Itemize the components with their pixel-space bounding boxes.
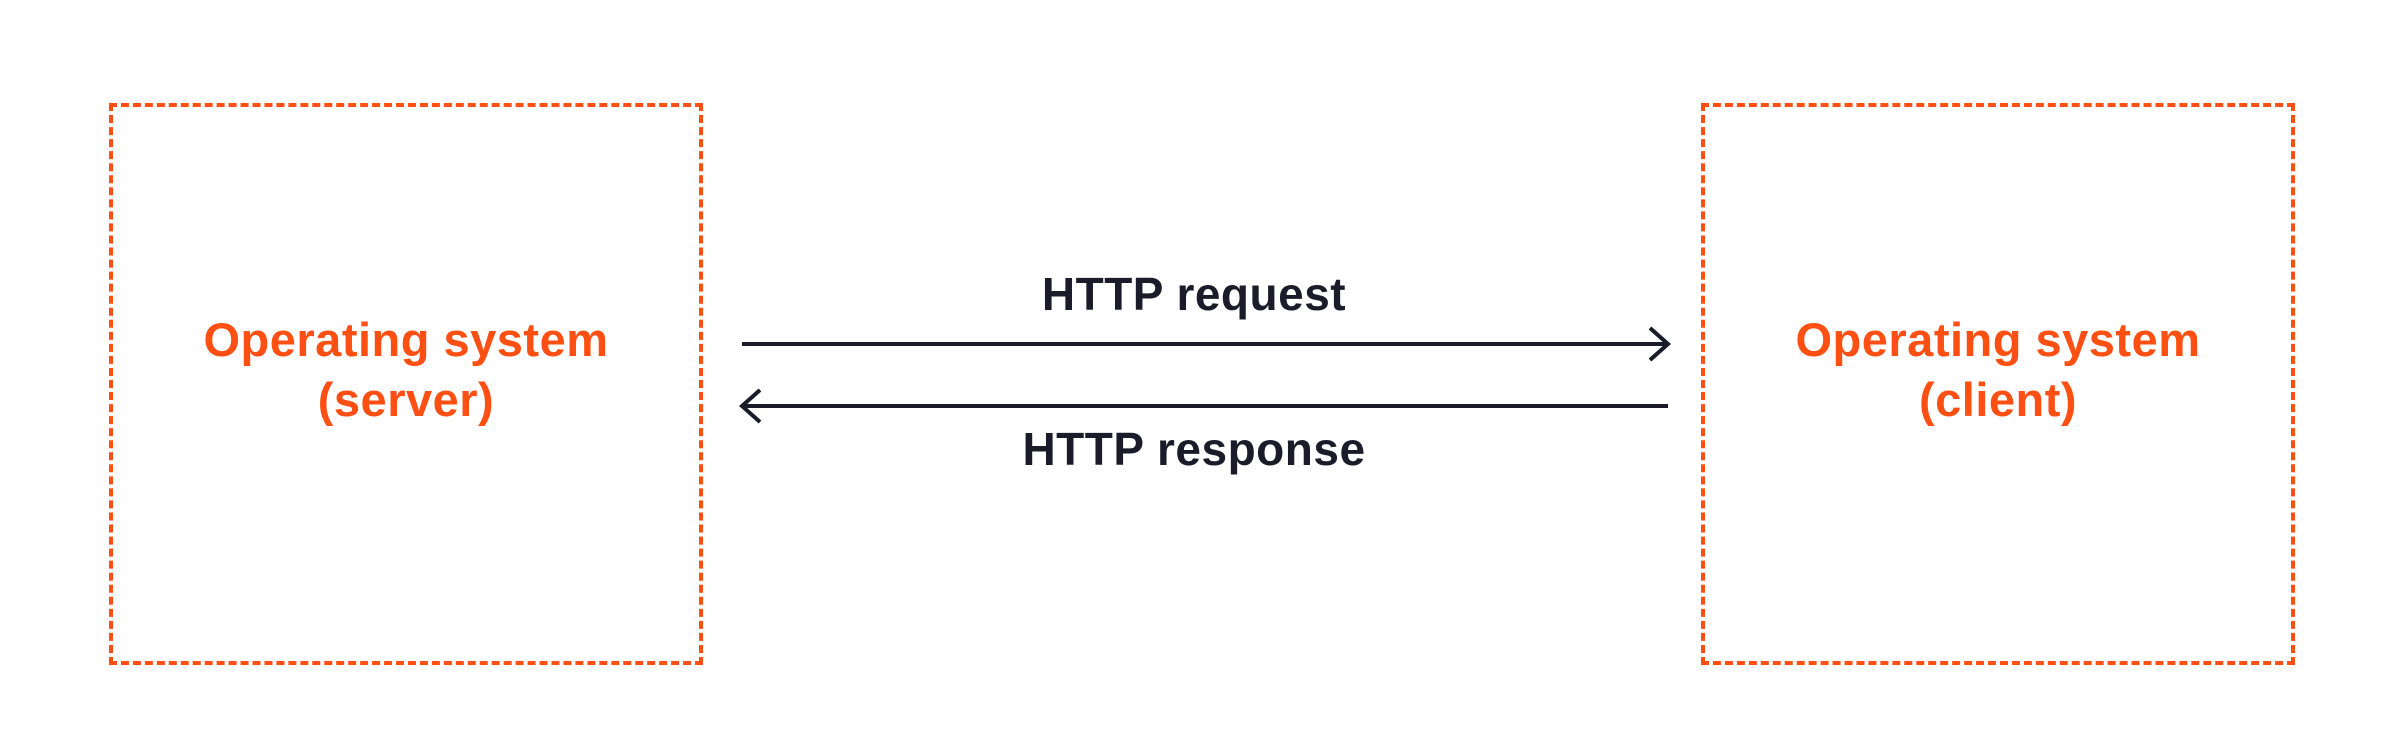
client-box: Operating system (client): [1701, 103, 2295, 665]
server-label-line2: (server): [317, 373, 495, 426]
client-label: Operating system (client): [1795, 310, 2200, 430]
arrow-right-icon: [742, 326, 1672, 362]
response-label: HTTP response: [1022, 423, 1366, 475]
arrow-left-icon: [738, 388, 1668, 424]
server-label: Operating system (server): [203, 310, 608, 430]
request-label: HTTP request: [1041, 268, 1347, 320]
server-label-line1: Operating system: [203, 313, 609, 366]
client-label-line1: Operating system: [1795, 313, 2201, 366]
arrows-group: [738, 326, 1672, 424]
client-label-line2: (client): [1918, 373, 2078, 426]
server-box: Operating system (server): [109, 103, 703, 665]
